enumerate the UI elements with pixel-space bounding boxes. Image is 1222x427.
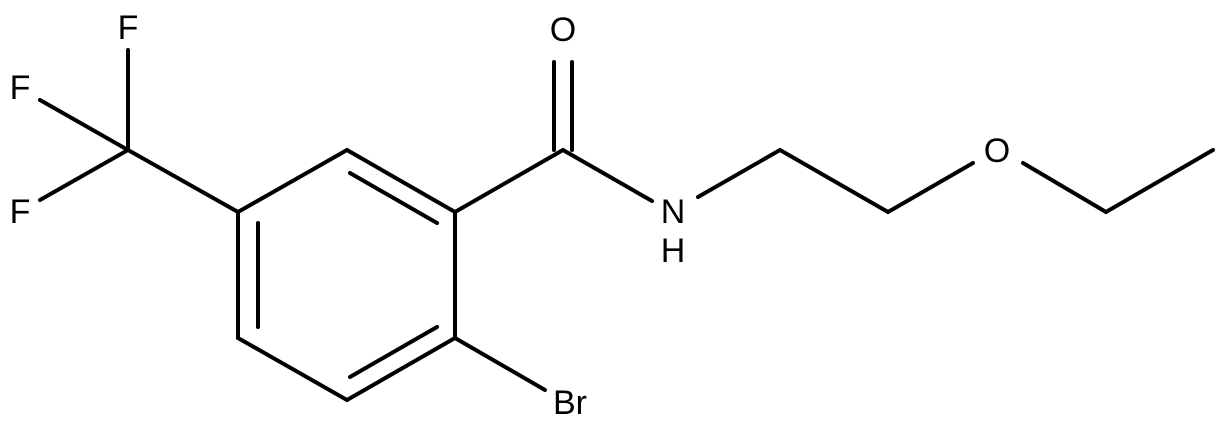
bond-ring-c1-c2 <box>345 148 457 214</box>
bond-ring-c6-c1 <box>236 148 349 214</box>
atom-label-o-ether: O <box>984 132 1010 170</box>
atom-label-o-carbonyl: O <box>550 11 576 49</box>
bond-ring-carbonyl <box>453 148 565 214</box>
atom-label-n: N <box>661 193 686 231</box>
bond-ch2-o <box>886 161 975 214</box>
bond-carbonyl-n <box>561 148 654 203</box>
atom-label-f-left: F <box>10 69 31 107</box>
atom-label-h: H <box>661 232 686 270</box>
bond-ring-c3-c4-inner <box>348 325 439 379</box>
bonds <box>38 48 1215 402</box>
bond-c-f2 <box>38 98 130 152</box>
bond-c-f3 <box>38 148 130 202</box>
bond-ring-c3-c4 <box>345 336 457 402</box>
atom-label-f-top: F <box>118 9 139 47</box>
bond-n-ch2 <box>696 148 782 199</box>
atom-label-f-bottom: F <box>10 193 31 231</box>
bond-o-ch2 <box>1021 161 1108 214</box>
bond-ring-c4-c5 <box>236 336 349 402</box>
bond-ring-c1-c2-inner <box>348 171 439 225</box>
atom-labels: F F F O N H O Br <box>10 9 1011 422</box>
bond-ch2-ch3 <box>1104 148 1215 214</box>
bond-ring-cf3 <box>126 148 240 214</box>
bond-ch2-ch2 <box>778 148 890 214</box>
atom-label-br: Br <box>553 384 587 422</box>
bond-ring-br <box>453 336 547 392</box>
